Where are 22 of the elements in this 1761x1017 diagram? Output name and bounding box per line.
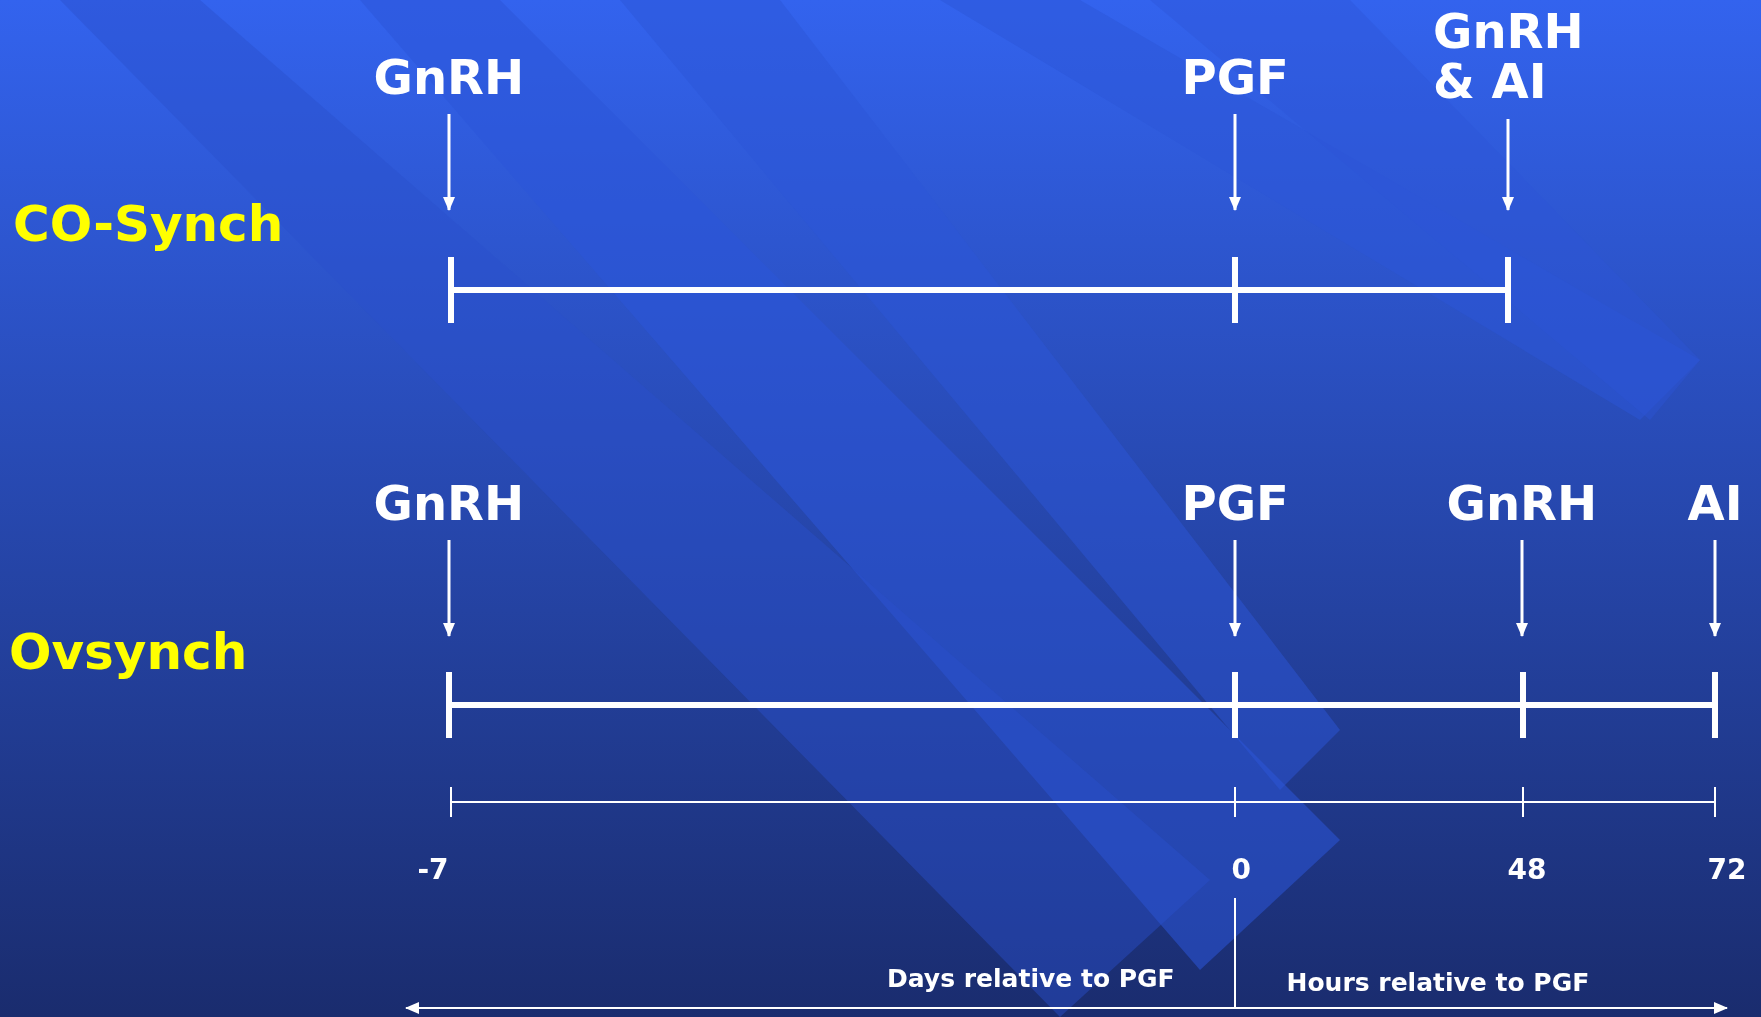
event-label: PGF xyxy=(1181,478,1289,529)
axis-title: Days relative to PGF xyxy=(887,966,1175,993)
arrow xyxy=(1229,540,1241,637)
event-label: PGF xyxy=(1181,52,1289,103)
arrow xyxy=(1502,119,1514,211)
axis-title: Hours relative to PGF xyxy=(1286,970,1590,997)
event-label: GnRH xyxy=(373,52,525,103)
protocol-label: CO-Synch xyxy=(13,198,284,251)
axis-tick-label: 72 xyxy=(1707,855,1747,885)
event-label: GnRH & AI xyxy=(1433,6,1593,107)
arrow xyxy=(1709,540,1721,637)
axis-tick-label: -7 xyxy=(417,855,449,885)
event-label: GnRH xyxy=(373,478,525,529)
axis-tick-label: 0 xyxy=(1231,855,1251,885)
protocol-label: Ovsynch xyxy=(9,626,248,679)
event-label: GnRH xyxy=(1446,478,1598,529)
arrow xyxy=(443,540,455,637)
arrow xyxy=(443,114,455,211)
arrow xyxy=(1516,540,1528,637)
arrow xyxy=(1229,114,1241,211)
axis-tick-label: 48 xyxy=(1507,855,1547,885)
event-label: AI xyxy=(1687,478,1743,529)
